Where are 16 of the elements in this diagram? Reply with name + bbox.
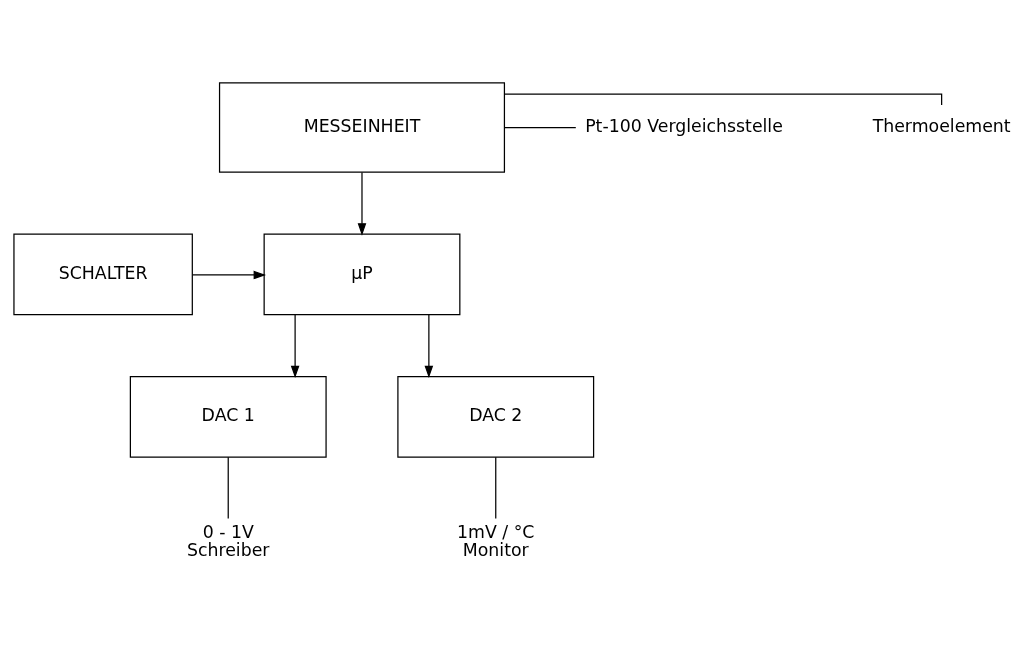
connector	[503, 126, 576, 128]
arrow	[191, 270, 266, 279]
node-text: 0 - 1V Schreiber	[186, 521, 269, 560]
connector	[227, 456, 229, 519]
node-text: Pt-100 Vergleichsstelle	[584, 115, 783, 136]
arrow	[424, 313, 433, 378]
connector	[494, 456, 496, 519]
node-text: 1mV / °C Monitor	[456, 521, 534, 560]
node-box: DAC 1	[129, 375, 327, 458]
node-box: µP	[263, 232, 460, 315]
node-text: Thermoelement	[872, 115, 1011, 136]
arrow	[290, 313, 299, 378]
node-box: DAC 2	[396, 375, 594, 458]
node-box: MESSEINHEIT	[218, 81, 505, 173]
node-box: SCHALTER	[12, 232, 193, 315]
arrow	[357, 171, 366, 236]
